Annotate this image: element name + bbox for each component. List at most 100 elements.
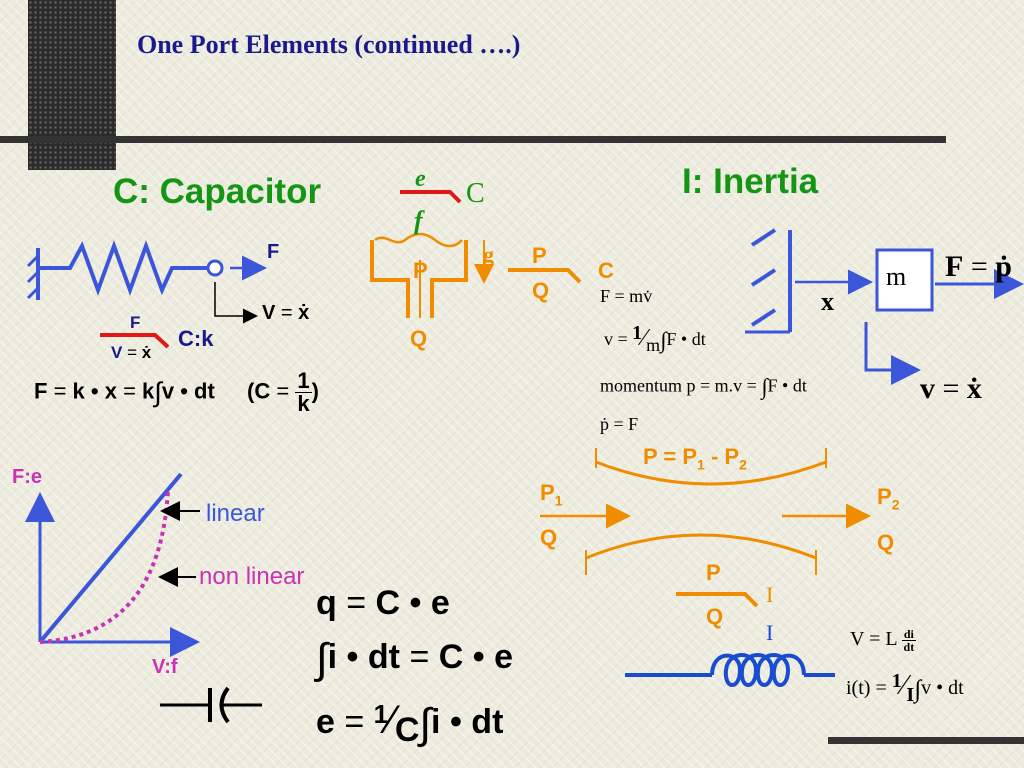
cap-eq2-dt: dt xyxy=(367,637,400,676)
pqc-bond-P: P xyxy=(532,243,547,268)
it-one: 1 xyxy=(891,670,902,692)
momentum-mv: m.v xyxy=(714,375,743,396)
spring-eq-k2: k xyxy=(142,378,155,404)
force-pdot: ṗ xyxy=(995,250,1012,283)
cap-eq1-q: q xyxy=(316,584,337,622)
vel-F: F xyxy=(666,329,677,349)
displacement-x-label: x xyxy=(821,287,834,316)
pqi-bond-P: P xyxy=(706,560,721,585)
nonlinear-label: non linear xyxy=(199,563,305,590)
pdiff-sub1: 1 xyxy=(697,456,705,473)
spring-force-label: F xyxy=(267,241,280,263)
momentum-prefix: momentum p xyxy=(600,375,696,396)
cap-eq-voltage: e = 1⁄C∫i • dt xyxy=(316,698,504,749)
pipe-Q2: Q xyxy=(877,530,895,555)
inductor-current-I: I xyxy=(766,620,774,645)
pipe-P2: P2 xyxy=(877,484,899,512)
ck-bond-F: F xyxy=(130,313,141,332)
title-divider xyxy=(0,136,946,143)
pipe-upper-wall xyxy=(595,460,827,486)
pipe-P1-letter: P xyxy=(540,480,555,505)
bond-C: C xyxy=(466,178,485,209)
spring-eq-x: x xyxy=(104,378,117,404)
cap-eq1-C: C xyxy=(375,584,401,622)
linear-label: linear xyxy=(206,500,265,527)
pipe-Q1: Q xyxy=(540,525,558,550)
plot-x-label: V:f xyxy=(152,656,178,678)
pqc-bond-Q: Q xyxy=(532,278,550,303)
cap-eq2-e: e xyxy=(494,637,514,676)
footer-divider xyxy=(828,737,1024,744)
pqi-bond-I: I xyxy=(766,582,774,607)
cap-eq2-i: i xyxy=(327,637,338,676)
spring-port-node xyxy=(206,259,224,277)
cap-eq3-i: i xyxy=(431,703,441,741)
cylinder-Q: Q xyxy=(410,326,428,351)
velocity-xdot-equation: v = ẋ xyxy=(920,372,982,405)
slide-title: One Port Elements (continued ….) xyxy=(137,30,521,59)
velocity-equation: V = ẋ xyxy=(262,302,310,324)
spring-coil xyxy=(38,240,210,296)
vl-dt: dt xyxy=(903,640,915,654)
force-pdot-equation: F = ṗ xyxy=(945,250,1012,283)
ck-bond-V: V xyxy=(111,343,123,362)
pipe-P1: P1 xyxy=(540,480,562,508)
pqi-bond xyxy=(676,592,759,608)
pdot-p: ṗ xyxy=(600,414,609,434)
pqc-bond-C: C xyxy=(598,258,614,283)
vl-L: L xyxy=(885,628,897,651)
spring-eq-close: ) xyxy=(311,378,319,404)
inertia-eq-velocity: v = 1⁄m∫F • dt xyxy=(604,322,706,355)
inertia-wall xyxy=(745,228,792,334)
cap-eq3-dt: dt xyxy=(471,703,504,741)
pipe-P1-sub: 1 xyxy=(554,492,563,509)
vl-di: di xyxy=(901,627,916,641)
capacitor-curve-plot xyxy=(25,472,200,657)
ck-bond xyxy=(100,333,170,349)
pipe-lower-wall xyxy=(585,533,817,560)
ec-bond xyxy=(400,190,462,204)
plot-y-label: F:e xyxy=(12,466,42,488)
velocity-xdot: ẋ xyxy=(298,302,310,324)
it-I: I xyxy=(906,684,915,706)
mass-label: m xyxy=(886,262,907,291)
pdiff-mid: - P xyxy=(704,444,740,469)
vel-m: m xyxy=(646,335,661,355)
momentum-dt: dt xyxy=(792,375,807,396)
fluid-cylinder xyxy=(370,232,494,318)
newton-m: m xyxy=(629,286,644,306)
mass-velocity-arrow xyxy=(864,322,921,385)
ck-bond-V-equation: V = ẋ xyxy=(111,343,152,362)
spring-wall xyxy=(26,248,40,300)
newton-F: F xyxy=(600,286,611,306)
pdiff-sub2: 2 xyxy=(739,456,747,473)
vl-V: V xyxy=(850,628,865,651)
newton-vdot: v̇ xyxy=(643,286,653,306)
bond-e: e xyxy=(415,166,426,192)
cap-eq3-one: 1 xyxy=(373,699,389,729)
velocity-arrow xyxy=(214,282,258,324)
inductor-coil xyxy=(625,653,835,687)
vel-one: 1 xyxy=(632,322,643,344)
inductor-current-equation: i(t) = 1⁄I∫v • dt xyxy=(846,670,964,706)
spring-eq-k1: k xyxy=(72,378,85,404)
cap-eq3-e: e xyxy=(316,703,335,741)
inertia-heading: I: Inertia xyxy=(682,162,819,201)
cap-eq-charge: q = C • e xyxy=(316,584,450,622)
cylinder-P: P xyxy=(413,258,428,283)
force-F: F xyxy=(945,250,964,283)
capacitor-symbol-icon xyxy=(160,686,262,724)
cap-eq2-C: C xyxy=(438,637,464,676)
momentum-F: F xyxy=(767,375,778,396)
spring-eq-C: (C xyxy=(247,378,271,404)
pqc-bond xyxy=(508,268,582,284)
spring-eq-k3: k xyxy=(297,391,310,416)
inertia-eq-newton: F = mv̇ xyxy=(600,286,653,306)
cap-eq1-e: e xyxy=(430,584,450,622)
inertia-eq-pdot: ṗ = F xyxy=(600,414,639,434)
pipe-P2-sub: 2 xyxy=(891,496,900,513)
cap-eq3-C: C xyxy=(394,711,420,749)
pdiff-main: P = P xyxy=(643,444,698,469)
velocity-V: V xyxy=(262,302,276,324)
